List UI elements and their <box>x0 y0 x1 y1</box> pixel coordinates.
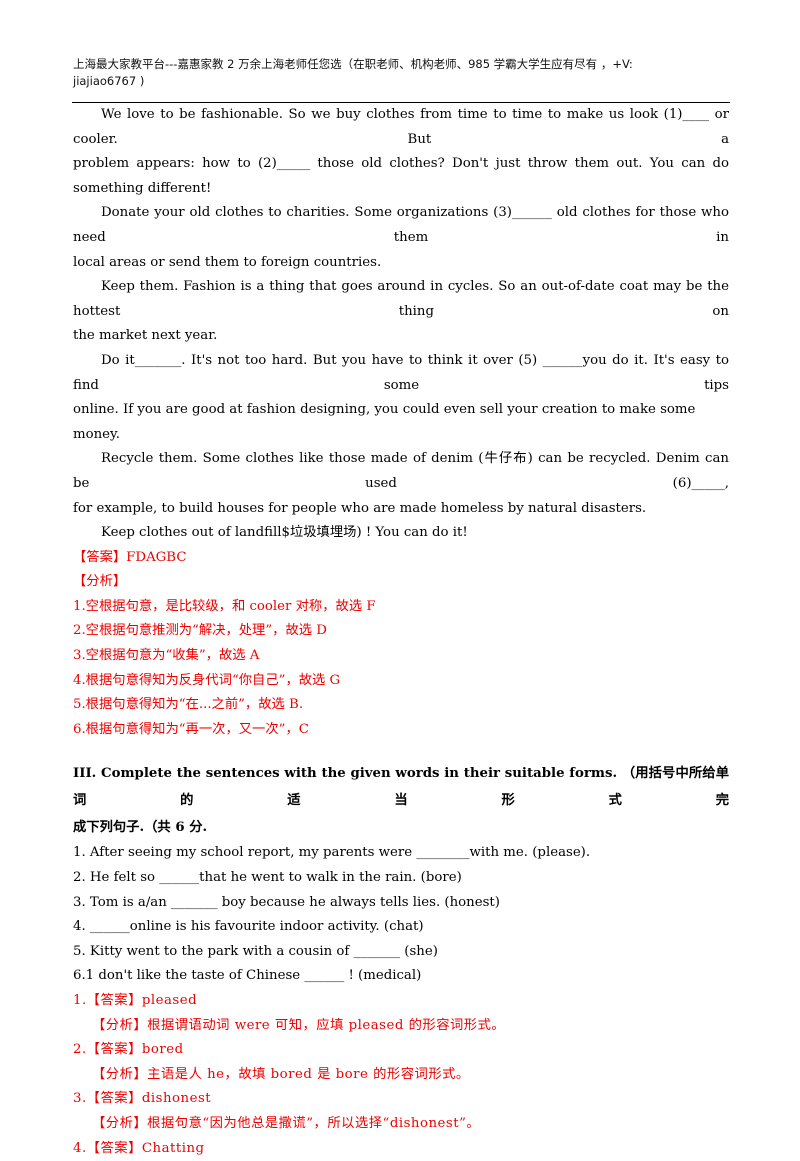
section-3: III. Complete the sentences with the giv… <box>73 760 729 1161</box>
passage-line: Do it_______. It's not too hard. But you… <box>73 352 729 393</box>
section-title-cont: 成下列句子.（共 6 分. <box>73 820 208 836</box>
passage-line: the market next year. <box>73 328 218 344</box>
answer-key: 【答案】FDAGBC <box>73 549 187 565</box>
page-header: 上海最大家教平台---嘉惠家教 2 万余上海老师任您选（在职老师、机构老师、98… <box>73 56 733 90</box>
passage-line: online. If you are good at fashion desig… <box>73 402 696 442</box>
passage-line: local areas or send them to foreign coun… <box>73 254 382 270</box>
analysis-label: 【分析】 <box>73 574 127 590</box>
analysis-item: 1.空根据句意，是比较级，和 cooler 对称，故选 F <box>73 598 376 614</box>
question-item: 2. He felt so ______that he went to walk… <box>73 870 462 886</box>
solution-analysis: 【分析】根据句意“因为他总是撒谎”，所以选择“dishonest”。 <box>92 1115 481 1131</box>
passage-line: Keep them. Fashion is a thing that goes … <box>73 279 729 319</box>
question-item: 5. Kitty went to the park with a cousin … <box>73 943 438 959</box>
question-item: 6.1 don't like the taste of Chinese ____… <box>73 968 422 984</box>
passage-line: Donate your old clothes to charities. So… <box>73 205 729 245</box>
solution-list: 1.【答案】pleased 【分析】根据谓语动词 were 可知，应填 plea… <box>73 989 729 1161</box>
analysis-item: 3.空根据句意为“收集”，故选 A <box>73 648 260 664</box>
header-line-2: jiajiao6767 ) <box>73 74 145 88</box>
solution-answer: 2.【答案】bored <box>73 1042 184 1058</box>
header-line-1: 上海最大家教平台---嘉惠家教 2 万余上海老师任您选（在职老师、机构老师、98… <box>73 57 633 71</box>
answer-block: 【答案】FDAGBC 【分析】 1.空根据句意，是比较级，和 cooler 对称… <box>73 546 729 743</box>
passage-line: problem appears: how to (2)_____ those o… <box>73 156 729 196</box>
passage-line: for example, to build houses for people … <box>73 500 647 516</box>
solution-analysis: 【分析】根据谓语动词 were 可知，应填 pleased 的形容词形式。 <box>92 1017 506 1033</box>
analysis-item: 4.根据句意得知为反身代词“你自己”，故选 G <box>73 672 341 688</box>
header-divider <box>72 102 730 103</box>
analysis-item: 2.空根据句意推测为“解决，处理”，故选 D <box>73 623 327 639</box>
question-item: 1. After seeing my school report, my par… <box>73 845 591 861</box>
passage-line: Recycle them. Some clothes like those ma… <box>73 451 729 491</box>
analysis-item: 6.根据句意得知为“再一次，又一次”，C <box>73 721 309 737</box>
solution-analysis: 【分析】主语是人 he，故填 bored 是 bore 的形容词形式。 <box>92 1066 470 1082</box>
solution-answer: 1.【答案】pleased <box>73 993 198 1008</box>
document-body: We love to be fashionable. So we buy clo… <box>73 103 729 1161</box>
analysis-item: 5.根据句意得知为“在...之前”，故选 B. <box>73 697 304 713</box>
reading-passage: We love to be fashionable. So we buy clo… <box>73 103 729 546</box>
solution-answer: 3.【答案】dishonest <box>73 1091 212 1107</box>
section-title: III. Complete the sentences with the giv… <box>73 766 729 809</box>
passage-line: We love to be fashionable. So we buy clo… <box>73 107 729 147</box>
question-item: 4. ______online is his favourite indoor … <box>73 919 424 935</box>
solution-answer: 4.【答案】Chatting <box>73 1140 205 1156</box>
document-page: 上海最大家教平台---嘉惠家教 2 万余上海老师任您选（在职老师、机构老师、98… <box>72 56 733 1156</box>
question-item: 3. Tom is a/an _______ boy because he al… <box>73 894 500 910</box>
passage-line: Keep clothes out of landfill$垃圾填埋场) ! Yo… <box>101 525 468 541</box>
question-list: 1. After seeing my school report, my par… <box>73 841 729 989</box>
